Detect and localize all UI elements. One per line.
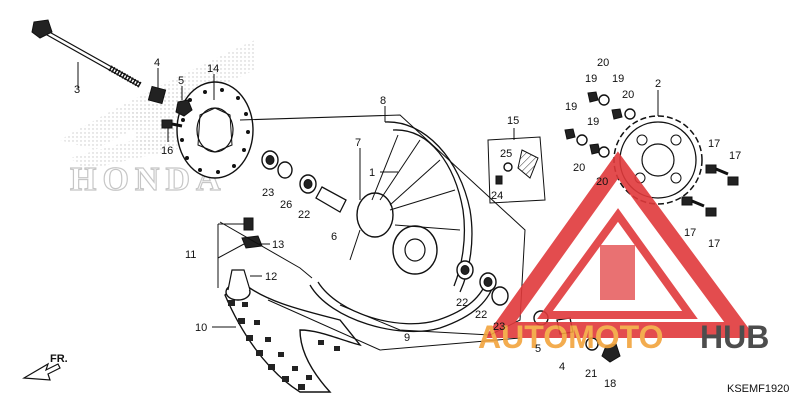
callout-18: 18: [604, 378, 616, 390]
callout-25: 25: [500, 148, 512, 160]
callout-5: 5: [535, 343, 541, 355]
callout-9: 9: [404, 332, 410, 344]
callout-17: 17: [684, 227, 696, 239]
front-direction-indicator: FR.: [22, 353, 68, 381]
callout-24: 24: [491, 190, 503, 202]
sprocket-fasteners: [564, 91, 739, 217]
callout-19: 19: [612, 73, 624, 85]
logo-text-automoto: AUTOMOTO: [478, 319, 663, 355]
inset-box-15: [487, 136, 546, 204]
callout-13: 13: [272, 239, 284, 251]
nut-plate-4: [147, 85, 167, 105]
callout-22: 22: [475, 309, 487, 321]
spacer-6: [315, 186, 347, 213]
callout-labels: 1 2 3 4 4 5 5 6 7 8 9 10 11 12 13 14 15 …: [74, 57, 741, 390]
direction-label: FR.: [50, 353, 68, 365]
left-bearings: [261, 150, 317, 194]
callout-7: 7: [355, 137, 361, 149]
callout-23: 23: [262, 187, 274, 199]
callout-19: 19: [585, 73, 597, 85]
callout-20: 20: [596, 176, 608, 188]
tire: [224, 279, 362, 393]
right-bearings: [456, 260, 509, 306]
callout-20: 20: [622, 89, 634, 101]
bolt-16: [161, 119, 183, 129]
callout-17: 17: [708, 238, 720, 250]
callout-2: 2: [655, 78, 661, 90]
callout-1: 1: [369, 167, 375, 179]
leader-lines: [77, 62, 659, 328]
callout-11: 11: [185, 249, 196, 261]
callout-19: 19: [587, 116, 599, 128]
callout-3: 3: [74, 84, 80, 96]
callout-20: 20: [573, 162, 585, 174]
callout-22: 22: [298, 209, 310, 221]
callout-5: 5: [178, 75, 184, 87]
callout-8: 8: [380, 95, 386, 107]
callout-26: 26: [280, 199, 292, 211]
callout-17: 17: [729, 150, 741, 162]
rim-band: [225, 269, 251, 301]
automotohub-logo: AUTOMOTO HUB: [478, 151, 769, 355]
callout-12: 12: [265, 271, 277, 283]
brake-disc: [176, 81, 254, 179]
callout-4: 4: [154, 57, 160, 69]
callout-10: 10: [195, 322, 207, 334]
collar-5: [175, 99, 193, 117]
callout-17: 17: [708, 138, 720, 150]
callout-6: 6: [331, 231, 337, 243]
axle: [31, 19, 142, 88]
callout-16: 16: [161, 145, 173, 157]
logo-text-hub: HUB: [700, 319, 769, 355]
callout-22: 22: [456, 297, 468, 309]
callout-23: 23: [493, 321, 505, 333]
diagram-code: KSEMF1920: [727, 383, 789, 395]
callout-14: 14: [207, 63, 219, 75]
callout-19: 19: [565, 101, 577, 113]
callout-15: 15: [507, 115, 519, 127]
callout-21: 21: [585, 368, 597, 380]
callout-20: 20: [597, 57, 609, 69]
wheel-hub: [349, 134, 461, 275]
callout-4: 4: [559, 361, 565, 373]
